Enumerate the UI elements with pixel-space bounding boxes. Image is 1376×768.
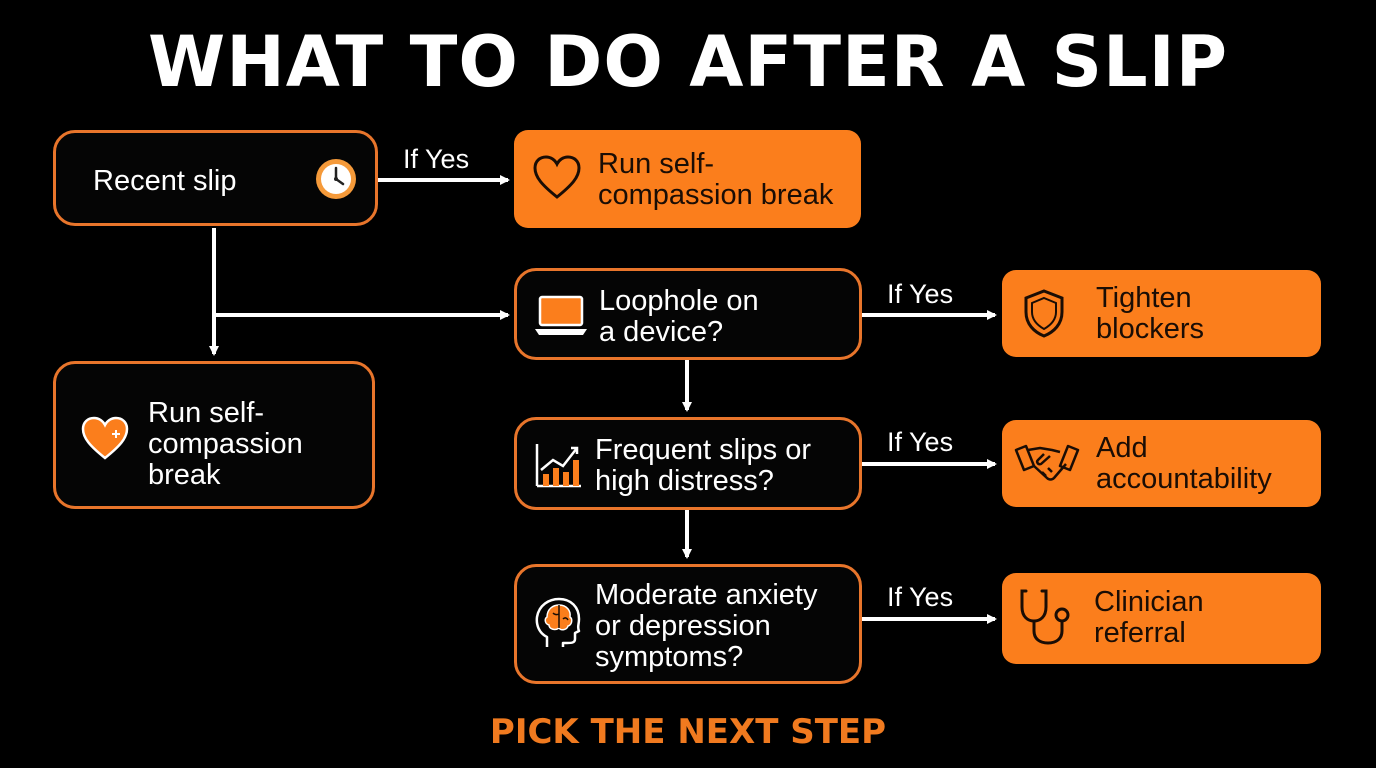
node-label: Run self- compassion break [148, 398, 303, 491]
node-label: Recent slip [93, 165, 237, 197]
edge-label-if-yes: If Yes [887, 582, 954, 612]
node-self-compassion-break: Run self- compassion break [514, 130, 861, 228]
node-tighten-blockers: Tighten blockers [1002, 270, 1321, 357]
node-label-line: break [148, 459, 221, 491]
node-label-line: or depression [595, 610, 771, 642]
chart-icon [535, 444, 581, 488]
node-label-line: compassion break [598, 179, 834, 211]
node-label-line: Run self- [148, 397, 265, 429]
node-label-line: blockers [1096, 313, 1204, 345]
node-label-line: accountability [1096, 463, 1272, 495]
footer-caption: PICK THE NEXT STEP [489, 712, 887, 752]
node-label-line: Add [1096, 432, 1148, 464]
node-label-line: a device? [599, 316, 724, 348]
node-frequent-slips: Frequent slips or high distress? [514, 417, 862, 510]
edge-label-if-yes: If Yes [887, 427, 954, 457]
node-loophole-on-device: Loophole on a device? [514, 268, 862, 360]
node-label-line: compassion [148, 428, 303, 460]
node-self-compassion-break: Run self- compassion break [53, 361, 375, 509]
node-label-line: Frequent slips or [595, 434, 811, 466]
node-label-line: Loophole on [599, 285, 759, 317]
clock-icon [316, 159, 356, 199]
node-label: Add accountability [1096, 433, 1272, 495]
node-label-line: Moderate anxiety [595, 579, 818, 611]
node-label-line: Run self- [598, 148, 715, 180]
head-brain-icon [535, 597, 581, 647]
node-label: Frequent slips or high distress? [595, 435, 811, 497]
heart-icon [81, 416, 129, 460]
node-label-line: referral [1094, 617, 1186, 649]
node-label: Moderate anxiety or depression symptoms? [595, 580, 817, 673]
node-label-line: Tighten [1096, 282, 1192, 314]
shield-icon [1024, 289, 1064, 338]
heart-icon [533, 155, 581, 199]
laptop-icon [535, 295, 587, 335]
node-moderate-anxiety: Moderate anxiety or depression symptoms? [514, 564, 862, 684]
node-label: Loophole on a device? [599, 286, 759, 348]
page-title: WHAT TO DO AFTER A SLIP [147, 21, 1228, 103]
node-label-line: symptoms? [595, 641, 744, 673]
node-label-line: Clinician [1094, 586, 1204, 618]
node-recent-slip: Recent slip [53, 130, 378, 226]
node-label: Run self- compassion break [598, 149, 833, 211]
edge-label-if-yes: If Yes [403, 144, 470, 174]
edge-label-if-yes: If Yes [887, 279, 954, 309]
handshake-icon [1014, 444, 1080, 481]
stethoscope-icon [1020, 589, 1070, 645]
node-label-line: high distress? [595, 465, 774, 497]
node-clinician-referral: Clinician referral [1002, 573, 1321, 664]
node-label: Clinician referral [1094, 587, 1204, 649]
node-label: Tighten blockers [1096, 283, 1204, 345]
node-add-accountability: Add accountability [1002, 420, 1321, 507]
